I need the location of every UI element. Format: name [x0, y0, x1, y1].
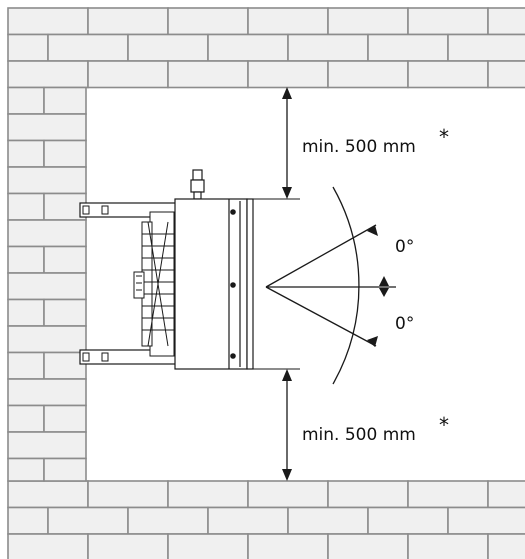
brick-wall-icon [7, 7, 525, 559]
brick [43, 457, 87, 482]
brick [487, 60, 525, 89]
brick [7, 139, 45, 168]
angle-arc-icon [265, 186, 396, 385]
clearance-top-label: min. 500 mm [302, 137, 416, 157]
brick [327, 60, 409, 89]
brick [7, 378, 87, 407]
brick [7, 351, 45, 380]
brick [447, 33, 525, 62]
brick [7, 192, 45, 221]
brick [127, 506, 209, 535]
brick [43, 404, 87, 433]
brick [7, 431, 87, 460]
brick [7, 166, 87, 195]
angle-lower-label: 0° [395, 314, 414, 334]
brick [167, 533, 249, 559]
dimension-arrow-icon [282, 87, 292, 199]
brick [327, 7, 409, 36]
brick [127, 33, 209, 62]
brick [327, 533, 409, 559]
brick [487, 533, 525, 559]
clearance-guides [253, 198, 300, 370]
axial-fan-icon [133, 211, 175, 357]
brick [407, 533, 489, 559]
brick [167, 7, 249, 36]
dimension-arrow-icon [282, 369, 292, 481]
brick [7, 457, 45, 482]
brick [207, 506, 289, 535]
brick [487, 480, 525, 509]
brick [407, 480, 489, 509]
brick [447, 506, 525, 535]
brick [247, 60, 329, 89]
brick [207, 33, 289, 62]
clearance-top-asterisk: * [439, 125, 449, 149]
brick [87, 533, 169, 559]
brick [87, 480, 169, 509]
brick [407, 60, 489, 89]
heater-unit-icon [174, 169, 254, 370]
brick [247, 7, 329, 36]
brick [47, 33, 129, 62]
brick [327, 480, 409, 509]
brick [7, 86, 45, 115]
brick [407, 7, 489, 36]
brick [367, 33, 449, 62]
brick [43, 245, 87, 274]
brick [7, 325, 87, 354]
brick [87, 7, 169, 36]
brick [487, 7, 525, 36]
brick [7, 506, 49, 535]
brick [7, 113, 87, 142]
brick [247, 533, 329, 559]
brick [367, 506, 449, 535]
brick [287, 506, 369, 535]
brick [7, 533, 89, 559]
brick [7, 7, 89, 36]
brick [287, 33, 369, 62]
angle-upper-label: 0° [395, 237, 414, 257]
brick [7, 33, 49, 62]
brick [47, 506, 129, 535]
brick [43, 139, 87, 168]
brick [7, 245, 45, 274]
brick [167, 480, 249, 509]
brick [7, 272, 87, 301]
brick [247, 480, 329, 509]
brick [43, 298, 87, 327]
brick [7, 298, 45, 327]
brick [43, 86, 87, 115]
brick [7, 404, 45, 433]
brick [7, 219, 87, 248]
clearance-bottom-label: min. 500 mm [302, 425, 416, 445]
brick [87, 60, 169, 89]
brick [167, 60, 249, 89]
brick [7, 480, 89, 509]
brick [7, 60, 89, 89]
clearance-bottom-asterisk: * [439, 413, 449, 437]
